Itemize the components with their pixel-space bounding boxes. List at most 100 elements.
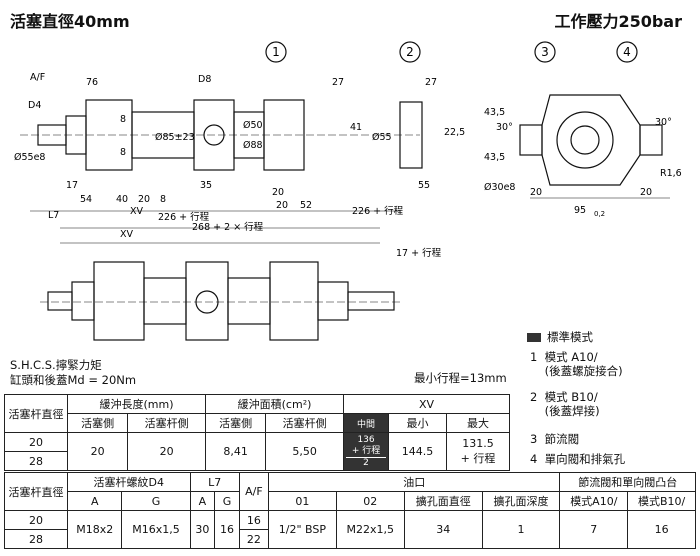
dim-30deg-b: 30° [655,117,672,128]
bolt-note-2: 缸頭和後蓋Md = 20Nm [10,373,137,387]
dim-95: 95 [574,205,586,216]
t2-thread-a: M18x2 [66,510,123,549]
dim-dia55: Ø55e8 [14,152,45,163]
lower-trunnion [185,261,229,341]
dim-dia55b: Ø55 [372,132,392,143]
t2-af-16: 16 [238,510,270,530]
t1-area-piston: 8,41 [205,432,267,471]
dim-52: 52 [300,200,312,211]
t1-h-min: 最小 [388,413,447,433]
dim-af: A/F [30,72,45,83]
dim-r1-6: R1,6 [660,168,682,179]
t2-port-02: M22x1,5 [335,510,405,549]
t1-rod-20: 20 [4,432,68,452]
t2-port-01: 1/2" BSP [268,510,337,549]
dim-20-side-b: 20 [640,187,652,198]
dim-d8: D8 [198,74,211,85]
legend-item-1: 1 模式 A10/ (後蓋螺旋接合) [530,350,623,378]
dim-40: 40 [116,194,128,205]
dim-20b: 20 [138,194,150,205]
side-boss-left [519,124,543,156]
dim-d4: D4 [28,100,41,111]
dim-54: 54 [80,194,92,205]
dim-268-stroke: 268 + 2 × 行程 [192,221,264,233]
t2-h-a2: A [189,491,216,511]
t1-h-piston: 活塞側 [66,413,129,433]
lower-head-block [93,261,145,341]
dim-35: 35 [200,180,212,191]
dim-27b: 27 [425,77,437,88]
dim-76: 76 [86,77,98,88]
dim-dia88: Ø88 [243,140,263,151]
dim-20a: 20 [272,187,284,198]
dim-43-5a: 43,5 [484,107,505,118]
t1-h-xv: XV [343,394,510,414]
t2-h-l7: L7 [189,472,240,492]
dim-dia85: Ø85±23 [155,132,195,143]
dim-17-stroke: 17 + 行程 [396,247,442,259]
t2-h-port: 油口 [268,472,561,492]
lower-rear-cap [269,261,319,341]
t2-thread-g: M16x1,5 [121,510,191,549]
t1-h-max: 最大 [445,413,511,433]
end-view-bore [556,111,614,169]
legend-standard: 標準模式 [527,330,593,344]
dim-226-stroke-b: 226 + 行程 [352,205,404,217]
t1-h-rodside: 活塞杆側 [127,413,207,433]
dim-95-tol: 0,2 [594,210,605,218]
dim-30deg-a: 30° [496,122,513,133]
t2-h-throttle: 節流閥和單向閥凸台 [559,472,696,492]
callout-3: 3 [541,45,549,59]
t2-h-thread: 活塞杆螺紋D4 [67,472,191,492]
callout-2: 2 [406,45,414,59]
t1-xv-max: 131.5 + 行程 [445,432,511,471]
tube-rear [233,111,265,159]
t1-h-cushion-len: 緩沖長度(mm) [66,394,207,414]
min-stroke-note: 最小行程=13mm [414,371,507,385]
t2-h-a10: 模式A10/ [559,491,629,511]
end-view-body [541,94,641,186]
t2-h-dia: 擴孔面直徑 [403,491,483,511]
pressure-title: 工作壓力250bar [554,12,682,31]
page-title: 活塞直徑40mm [10,12,130,31]
t2-rod-20: 20 [4,510,68,530]
dim-55: 55 [418,180,430,191]
t2-rod-28: 28 [4,529,68,549]
legend-item-4: 4 單向閥和排氣孔 [530,452,626,466]
dim-xv-lower: XV [120,229,134,240]
t2-af-22: 22 [238,529,270,549]
t2-h-02: 02 [335,491,405,511]
dim-22-5: 22,5 [444,127,465,138]
t2-l7-a: 30 [189,510,216,549]
t1-cushion-piston: 20 [66,432,129,471]
legend-item-3: 3 節流閥 [530,432,580,446]
t1-h-cushion-area: 緩沖面積(cm²) [205,394,345,414]
cylinder-drawing: 1 2 3 4 A/F 76 D4 D8 27 27 8 Ø55e8 8 Ø85… [14,41,682,341]
t2-h-af: A/F [238,472,270,511]
callout-1: 1 [272,45,280,59]
t2-h-g: G [121,491,191,511]
dim-43-5b: 43,5 [484,152,505,163]
callout-4: 4 [623,45,631,59]
dim-8c: 8 [160,194,166,205]
t1-rod-28: 28 [4,451,68,471]
dim-41: 41 [350,122,362,133]
dim-xv: XV [130,206,144,217]
dim-20-side-a: 20 [530,187,542,198]
dim-8b: 8 [120,147,126,158]
legend-item-2: 2 模式 B10/ (後蓋焊接) [530,390,600,418]
t2-h-01: 01 [268,491,337,511]
legend-swatch [527,333,541,342]
t1-cushion-rod: 20 [127,432,207,471]
t2-depth: 1 [481,510,561,549]
dim-dia30: Ø30e8 [484,182,515,193]
t1-xv-min: 144.5 [388,432,447,471]
t1-xv-middle: 136 + 行程 2 [343,432,390,471]
side-boss-right [639,124,663,156]
bolt-note-1: S.H.C.S.擰緊力矩 [10,358,102,372]
dim-226-stroke-a: 226 + 行程 [158,211,210,223]
t1-h-middle: 中間 [343,413,390,433]
t1-h-piston2: 活塞側 [205,413,267,433]
cushion-table: 活塞杆直徑 緩沖長度(mm) 緩沖面積(cm²) XV 活塞側 活塞杆側 活塞側… [4,394,511,471]
dim-17: 17 [66,180,78,191]
